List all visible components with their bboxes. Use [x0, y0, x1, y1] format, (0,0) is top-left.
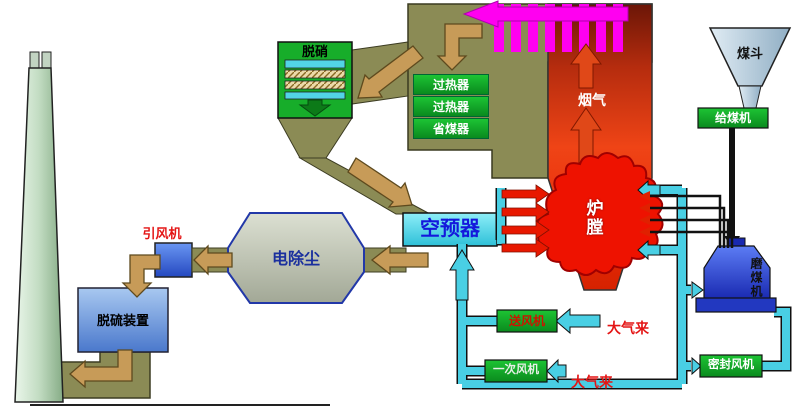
label-id-fan: 引风机: [142, 226, 182, 241]
scr-catalyst-layer-1: [284, 69, 346, 79]
furnace-flame-cloud: [536, 152, 664, 276]
label-coal-feeder: 给煤机: [714, 111, 751, 125]
scr-cyan-layer-1: [284, 59, 346, 69]
hot-air-arrows: [501, 184, 550, 258]
coal-pipes: [650, 194, 734, 248]
arrow-top-turn-down: [436, 23, 483, 71]
label-superheater-2: 过热器: [413, 96, 489, 117]
label-esp: 电除尘: [271, 251, 320, 268]
arrow-air-up-to-aph: [449, 249, 475, 301]
label-coal-mill: 磨煤机: [749, 257, 763, 299]
arrow-scr-to-aph: [347, 157, 413, 208]
esp-body: [227, 212, 365, 304]
coal-mill-shape: [695, 237, 777, 313]
chimney: [14, 51, 64, 403]
superheater-tube-bank: [494, 4, 623, 52]
label-coal-hopper: 煤斗: [736, 45, 763, 61]
coal-feed-line: [724, 128, 740, 248]
label-furnace: 炉膛: [583, 199, 603, 237]
scr-down-arrow: [298, 99, 332, 117]
arrow-aph-to-esp: [370, 244, 429, 276]
label-flue-gas: 烟气: [578, 92, 606, 108]
arrow-fgd-to-chimney: [69, 349, 133, 389]
arrow-boiler-to-scr: [357, 45, 424, 99]
coal-pipe-arrowheads: [639, 191, 650, 237]
arrow-idfan-to-fgd: [121, 254, 161, 298]
label-air-preheater: 空预器: [420, 217, 480, 240]
label-air-in-2: 大气来: [571, 374, 613, 390]
flue-gas-top-arrow: [462, 0, 629, 28]
scr-funnel: [277, 117, 353, 159]
coal-hopper-shape: [708, 27, 792, 109]
fgd-box: [77, 287, 169, 353]
label-superheater-1: 过热器: [413, 74, 489, 95]
seal-fan-box: [699, 354, 763, 378]
ground-line: [30, 404, 330, 406]
pa-fan-box: [484, 359, 548, 383]
pipe-seal-fan-to-mill: [762, 308, 790, 370]
fd-fan-box: [496, 309, 558, 333]
label-scr: 脱硝: [301, 43, 328, 59]
gas-flow-arrows: [69, 23, 483, 389]
air-arrows: [449, 179, 704, 384]
pipe-hot-air-riser: [497, 188, 505, 244]
arrow-air-into-pa-fan: [546, 358, 567, 384]
label-seal-fan: 密封风机: [708, 358, 754, 371]
label-air-in-1: 大气来: [607, 320, 649, 336]
scr-unit: [277, 41, 353, 119]
label-fd-fan: 送风机: [508, 313, 545, 328]
label-economizer: 省煤器: [413, 118, 489, 139]
flue-gas-up-arrows: [570, 43, 602, 169]
scr-catalyst-layer-2: [284, 80, 346, 90]
label-pa-fan: 一次风机: [493, 363, 539, 376]
air-preheater-box: [402, 212, 498, 247]
arrow-esp-to-idfan: [193, 244, 233, 276]
arrow-air-into-fd-fan: [555, 307, 601, 335]
scr-cyan-layer-2: [284, 91, 346, 100]
arrow-air-into-furnace-2: [637, 239, 661, 261]
label-fgd: 脱硫装置: [96, 312, 149, 328]
arrow-into-seal-fan: [691, 356, 702, 376]
arrow-into-mill: [691, 281, 704, 299]
